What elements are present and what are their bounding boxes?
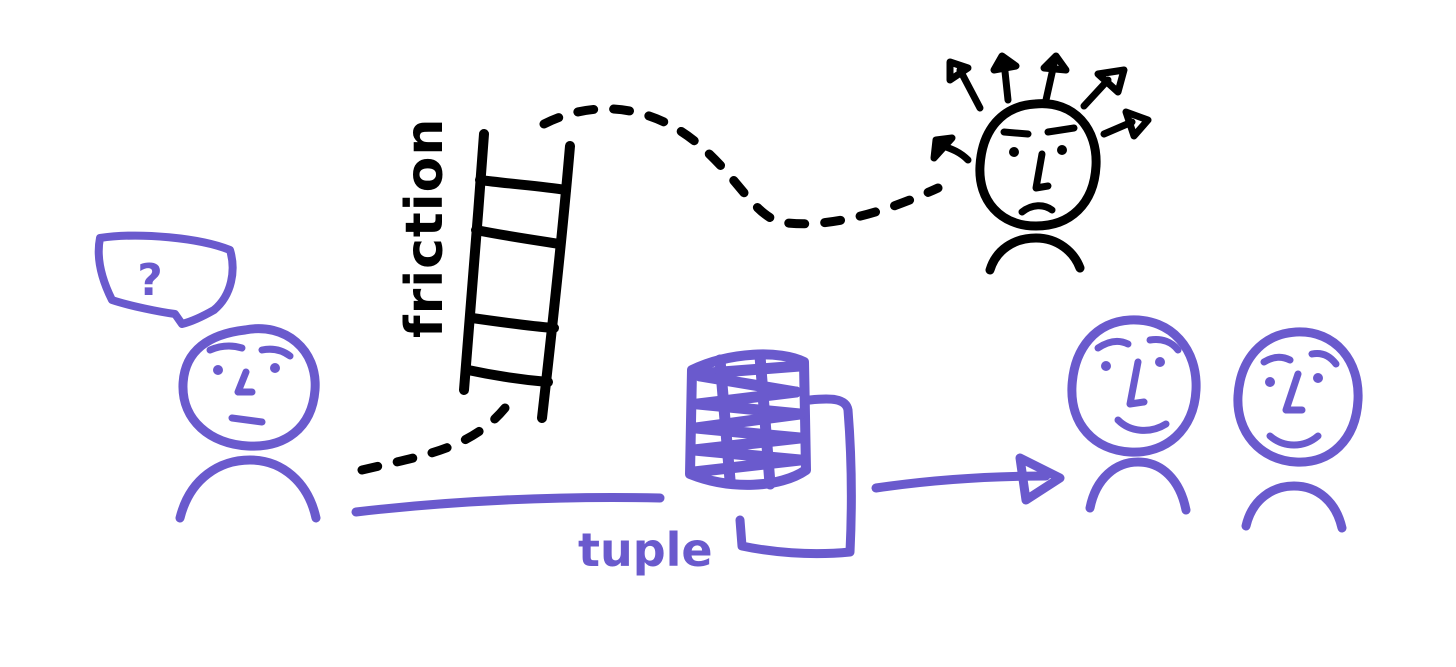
stressed-left-eye xyxy=(1009,147,1019,157)
confused-left-brow xyxy=(206,342,246,354)
stressed-person xyxy=(930,52,1152,275)
confused-left-eye xyxy=(213,365,223,375)
friction-dashed-path-upper xyxy=(539,104,943,229)
stress-arrows-icon xyxy=(930,52,1152,164)
stressed-head xyxy=(975,99,1101,231)
stressed-nose xyxy=(1032,150,1052,192)
happy-person-1 xyxy=(1067,315,1201,515)
question-bubble-icon xyxy=(94,231,237,328)
confused-nose xyxy=(234,368,256,396)
friction-dashed-path xyxy=(357,403,510,475)
confused-right-brow xyxy=(258,345,294,360)
question-mark-label: ? xyxy=(137,255,163,306)
confused-right-eye xyxy=(270,363,280,373)
confused-shoulders xyxy=(175,455,321,523)
confused-head xyxy=(178,324,320,451)
tuple-path xyxy=(351,493,665,517)
stressed-right-eye xyxy=(1057,145,1067,155)
friction-label: friction xyxy=(395,118,455,338)
happy-person-2 xyxy=(1233,327,1363,533)
stressed-mouth xyxy=(1018,202,1056,216)
stressed-shoulders xyxy=(985,233,1085,275)
ladder-icon xyxy=(459,129,575,423)
arrow-right-icon xyxy=(871,453,1065,505)
tuple-logo-icon xyxy=(685,349,856,559)
tuple-label: tuple xyxy=(578,523,713,577)
confused-mouth xyxy=(228,414,266,426)
stressed-right-brow xyxy=(1044,124,1078,136)
confused-person: ? xyxy=(94,231,321,523)
stressed-left-brow xyxy=(1000,128,1032,138)
